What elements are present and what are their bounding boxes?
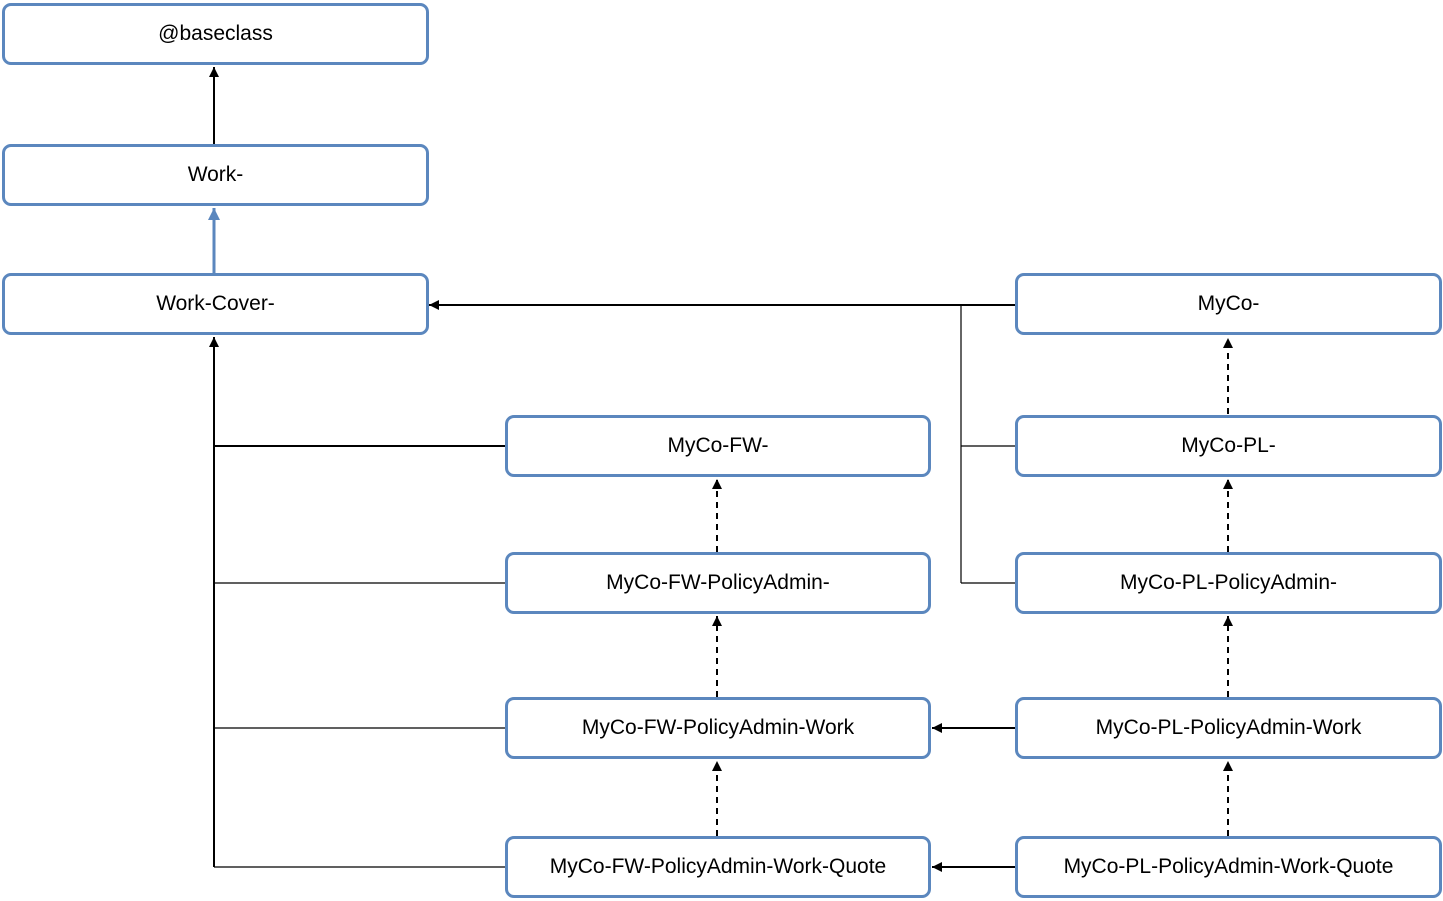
node-label: MyCo-FW-: [667, 434, 769, 457]
node-label: MyCo-PL-PolicyAdmin-Work-Quote: [1063, 855, 1394, 878]
node-label: @baseclass: [158, 22, 273, 45]
node-label: MyCo-PL-PolicyAdmin-: [1119, 571, 1338, 594]
node-label: MyCo-PL-: [1181, 434, 1276, 457]
node-label: MyCo-FW-PolicyAdmin-Work: [581, 716, 855, 739]
node-myco-pl-policyadmin: MyCo-PL-PolicyAdmin-: [1015, 552, 1442, 614]
node-baseclass: @baseclass: [2, 3, 429, 65]
node-myco-fw-policyadmin: MyCo-FW-PolicyAdmin-: [505, 552, 931, 614]
node-myco-pl-policyadmin-work: MyCo-PL-PolicyAdmin-Work: [1015, 697, 1442, 759]
node-myco-fw-policyadmin-work-quote: MyCo-FW-PolicyAdmin-Work-Quote: [505, 836, 931, 898]
node-label: MyCo-FW-PolicyAdmin-: [606, 571, 830, 594]
node-myco-fw: MyCo-FW-: [505, 415, 931, 477]
node-work-cover: Work-Cover-: [2, 273, 429, 335]
node-label: MyCo-PL-PolicyAdmin-Work: [1095, 716, 1362, 739]
node-myco-pl: MyCo-PL-: [1015, 415, 1442, 477]
node-myco: MyCo-: [1015, 273, 1442, 335]
node-myco-pl-policyadmin-work-quote: MyCo-PL-PolicyAdmin-Work-Quote: [1015, 836, 1442, 898]
node-label: Work-Cover-: [156, 292, 275, 315]
node-work: Work-: [2, 144, 429, 206]
node-label: MyCo-: [1197, 292, 1260, 315]
node-myco-fw-policyadmin-work: MyCo-FW-PolicyAdmin-Work: [505, 697, 931, 759]
node-label: MyCo-FW-PolicyAdmin-Work-Quote: [549, 855, 887, 878]
node-label: Work-: [187, 163, 244, 186]
